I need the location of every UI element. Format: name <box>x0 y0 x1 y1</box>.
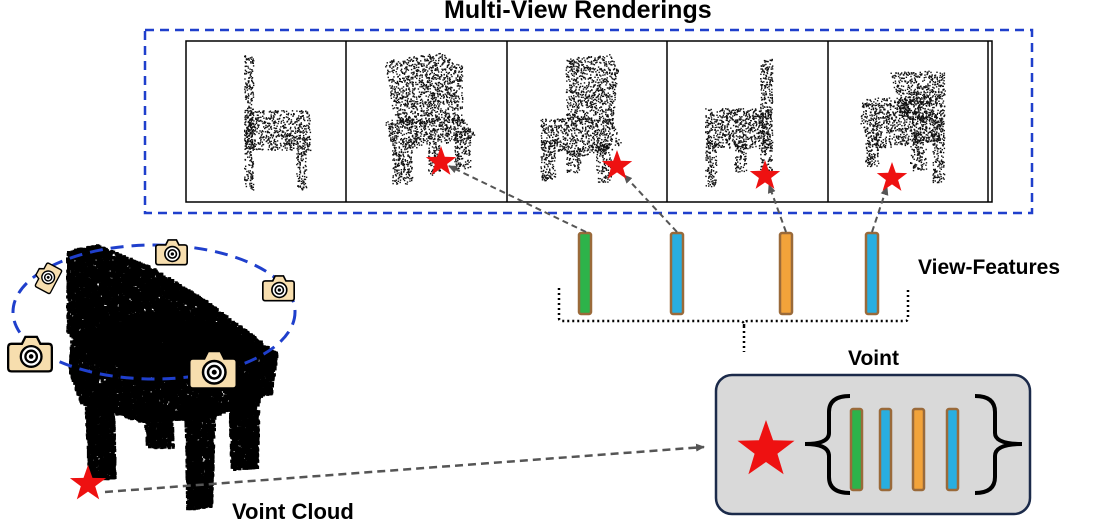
star-icon <box>425 146 457 175</box>
voint-cloud-label: Voint Cloud <box>232 499 354 525</box>
voint-left-brace <box>804 394 851 495</box>
star-icon <box>601 150 633 179</box>
feature-to-view-arrow <box>448 165 587 233</box>
view-features-label: View-Features <box>918 256 1060 280</box>
camera-orbit <box>11 243 297 381</box>
feature-to-view-arrow <box>871 186 889 233</box>
rendering-strip <box>185 40 993 203</box>
voint-feature-bar <box>911 407 926 492</box>
view-feature-bar <box>577 231 593 316</box>
view-features-group <box>577 231 880 316</box>
star-icon <box>69 465 107 500</box>
cloud-to-voint-arrow <box>104 443 705 494</box>
camera-icon <box>262 275 295 302</box>
voint-feature-bar <box>849 407 864 492</box>
voint-right-brace <box>974 394 1023 495</box>
stars-group <box>69 146 908 500</box>
voint-features-group <box>849 407 960 492</box>
feature-to-view-arrow <box>767 184 787 233</box>
voint-feature-bar <box>878 407 893 492</box>
feature-to-view-arrow <box>623 174 678 233</box>
features-brace <box>557 288 910 352</box>
renderings-dashed-frame <box>143 28 1034 215</box>
view-feature-bar <box>864 231 880 316</box>
star-icon <box>749 160 781 189</box>
diagram-title: Multi-View Renderings <box>444 0 712 25</box>
camera-icon <box>7 335 53 373</box>
view-feature-bar <box>669 231 685 316</box>
voint-feature-bar <box>945 407 960 492</box>
rendered-chair-points <box>244 52 946 191</box>
view-feature-bar <box>778 231 794 316</box>
voint-label: Voint <box>848 347 899 371</box>
star-icon <box>876 162 908 191</box>
star-icon <box>737 420 795 475</box>
point-cloud-chair <box>66 244 279 511</box>
